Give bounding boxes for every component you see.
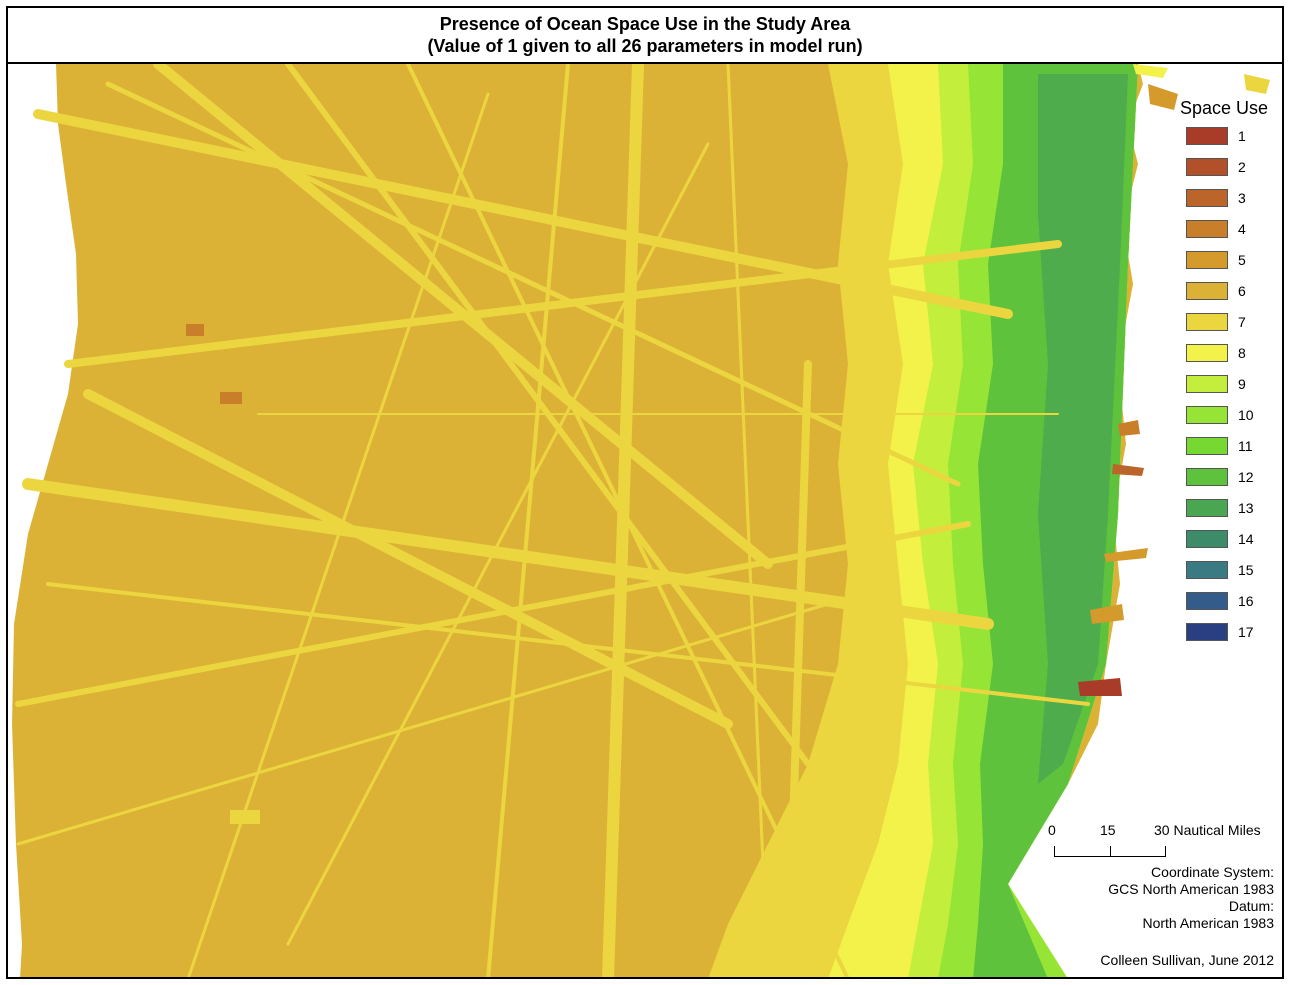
- legend-item: 10: [1176, 406, 1282, 437]
- legend-item: 8: [1176, 344, 1282, 375]
- space-use-map: [8, 64, 1282, 977]
- legend-item: 15: [1176, 561, 1282, 592]
- coordinate-system-value: GCS North American 1983: [1108, 881, 1274, 897]
- legend-swatch: [1186, 251, 1228, 269]
- scale-bar: 0 15 30 Nautical Miles: [1044, 818, 1282, 858]
- scale-tick-15: [1110, 846, 1111, 856]
- legend-item: 3: [1176, 189, 1282, 220]
- coordinate-system-info: Coordinate System: GCS North American 19…: [1108, 864, 1274, 932]
- shipping-lanes: [15, 64, 1090, 977]
- legend-label: 6: [1238, 283, 1246, 299]
- legend-label: 8: [1238, 345, 1246, 361]
- legend-label: 10: [1238, 407, 1254, 423]
- legend-label: 7: [1238, 314, 1246, 330]
- coastal-features: [1078, 64, 1270, 696]
- legend-swatch: [1186, 561, 1228, 579]
- map-subtitle: (Value of 1 given to all 26 parameters i…: [427, 36, 863, 56]
- legend-swatch: [1186, 499, 1228, 517]
- legend-item: 7: [1176, 313, 1282, 344]
- legend-label: 9: [1238, 376, 1246, 392]
- coordinate-system-label: Coordinate System:: [1151, 864, 1274, 880]
- patch-5-b: [220, 392, 242, 404]
- shelf-zone-13: [1038, 74, 1128, 784]
- scale-label-30: 30 Nautical Miles: [1154, 822, 1261, 838]
- author-credit: Colleen Sullivan, June 2012: [1100, 952, 1274, 968]
- legend-label: 11: [1238, 438, 1253, 454]
- legend-swatch: [1186, 406, 1228, 424]
- legend-swatch: [1186, 189, 1228, 207]
- legend-swatch: [1186, 282, 1228, 300]
- title-box: Presence of Ocean Space Use in the Study…: [8, 8, 1282, 64]
- datum-label: Datum:: [1228, 898, 1274, 914]
- legend-swatch: [1186, 468, 1228, 486]
- legend-label: 14: [1238, 531, 1254, 547]
- legend-item: 13: [1176, 499, 1282, 530]
- legend-swatch: [1186, 127, 1228, 145]
- scale-tick-0: [1054, 846, 1055, 856]
- legend-swatch: [1186, 437, 1228, 455]
- legend-label: 12: [1238, 469, 1254, 485]
- legend-swatch: [1186, 592, 1228, 610]
- patch-5-a: [186, 324, 204, 336]
- patch-7-a: [230, 810, 260, 824]
- legend-label: 5: [1238, 252, 1246, 268]
- legend-swatch: [1186, 158, 1228, 176]
- legend-item: 4: [1176, 220, 1282, 251]
- scale-label-0: 0: [1048, 822, 1056, 838]
- legend-item: 16: [1176, 592, 1282, 623]
- legend-item: 6: [1176, 282, 1282, 313]
- legend-label: 17: [1238, 624, 1254, 640]
- legend-item: 11: [1176, 437, 1282, 468]
- legend-label: 15: [1238, 562, 1254, 578]
- scale-line: [1054, 856, 1166, 857]
- legend-swatch: [1186, 375, 1228, 393]
- map-frame: Presence of Ocean Space Use in the Study…: [6, 6, 1284, 979]
- legend-title: Space Use: [1180, 98, 1269, 118]
- legend-item: 1: [1176, 127, 1282, 158]
- legend-label: 1: [1238, 128, 1246, 144]
- legend-swatch: [1186, 220, 1228, 238]
- map-title: Presence of Ocean Space Use in the Study…: [439, 14, 851, 34]
- legend-label: 4: [1238, 221, 1246, 237]
- legend-label: 3: [1238, 190, 1246, 206]
- legend-swatch: [1186, 530, 1228, 548]
- datum-value: North American 1983: [1142, 915, 1274, 931]
- scale-label-15: 15: [1100, 822, 1116, 838]
- scale-tick-30: [1165, 846, 1166, 856]
- legend-item: 14: [1176, 530, 1282, 561]
- legend-swatch: [1186, 344, 1228, 362]
- legend-item: 9: [1176, 375, 1282, 406]
- legend-item: 17: [1176, 623, 1282, 654]
- legend-item: 12: [1176, 468, 1282, 499]
- legend-item: 5: [1176, 251, 1282, 282]
- legend-label: 13: [1238, 500, 1254, 516]
- legend-label: 2: [1238, 159, 1246, 175]
- legend-swatch: [1186, 313, 1228, 331]
- legend-label: 16: [1238, 593, 1254, 609]
- legend-item: 2: [1176, 158, 1282, 189]
- legend-swatch: [1186, 623, 1228, 641]
